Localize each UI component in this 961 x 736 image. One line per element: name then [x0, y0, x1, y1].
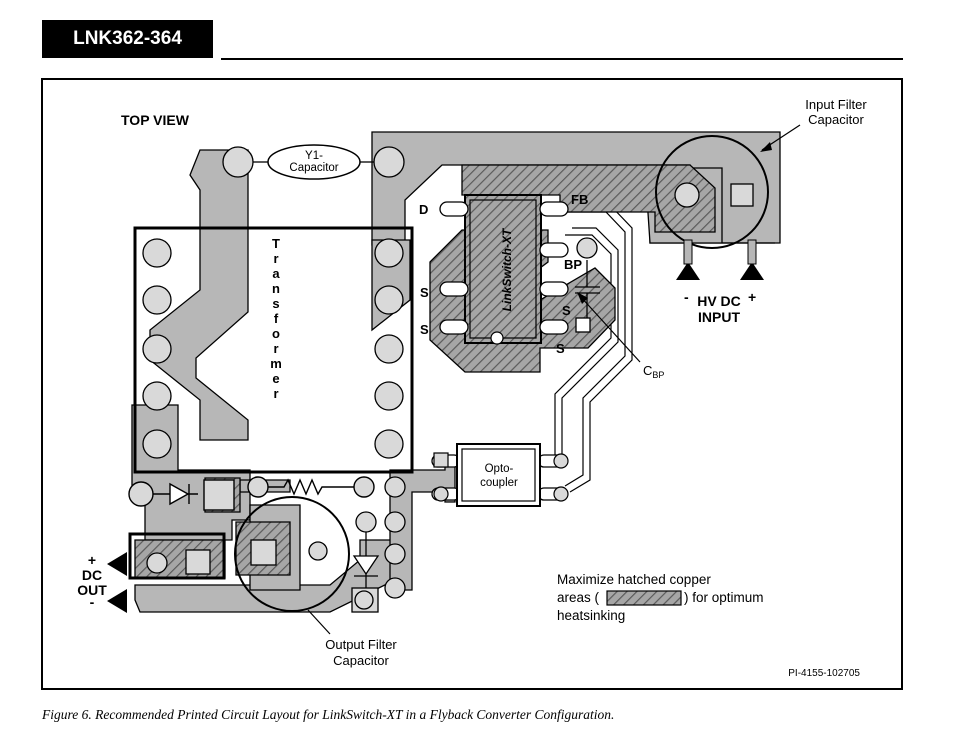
cbp-label-sub: BP: [652, 370, 664, 380]
dc-out-label-2: OUT: [77, 582, 107, 598]
output-diode: [128, 479, 235, 511]
cbp-label-main: C: [643, 363, 652, 378]
transformer-letter: s: [272, 296, 279, 311]
input-filter-arrowhead: [760, 142, 772, 152]
hv-input-label-1: HV DC: [697, 293, 741, 309]
output-filter-capacitor: [234, 496, 350, 612]
output-filter-leader: [307, 609, 331, 635]
transformer-label: T r a n s f o r m e r: [270, 236, 282, 401]
input-filter-label-1: Input Filter: [805, 97, 867, 112]
pin-s-label: S: [420, 322, 429, 337]
linkswitch-ic: LinkSwitch-XT: [439, 194, 569, 345]
cbp-label: CBP: [643, 363, 664, 380]
hv-input-terminals: [676, 239, 764, 280]
cbp-capacitor: [575, 237, 600, 333]
y1-cap-label-2: Capacitor: [289, 162, 338, 174]
dc-out-plus-label: +: [88, 552, 96, 568]
legend-line-2b: ) for optimum: [684, 590, 764, 605]
legend-line-1: Maximize hatched copper: [557, 572, 711, 587]
transformer-letter: e: [272, 371, 279, 386]
y1-capacitor: Y1- Capacitor: [222, 144, 405, 180]
transformer-letter: r: [273, 341, 278, 356]
input-filter-capacitor: [655, 135, 769, 249]
transformer-letter: o: [272, 326, 280, 341]
dc-out-connector: [107, 532, 226, 613]
output-filter-label-2: Capacitor: [333, 653, 389, 668]
pin-s-label: S: [562, 303, 571, 318]
part-number: LNK362-364: [73, 28, 182, 49]
ic-name-label: LinkSwitch-XT: [500, 227, 514, 311]
legend-hatch-sample: [606, 590, 682, 606]
feedback-resistor: [247, 476, 375, 498]
transformer-letter: n: [272, 281, 280, 296]
pin-s-label: S: [556, 341, 565, 356]
transformer-letter: m: [270, 356, 282, 371]
pin-d-label: D: [419, 202, 428, 217]
transformer-letter: a: [272, 266, 280, 281]
hv-plus-label: +: [748, 289, 756, 305]
cbp-leader: [579, 295, 641, 363]
transformer-letter: r: [273, 386, 278, 401]
pin-fb-label: FB: [571, 192, 588, 207]
y1-cap-label-1: Y1-: [305, 150, 323, 162]
top-view-label: TOP VIEW: [121, 112, 190, 128]
dc-out-label-1: DC: [82, 567, 102, 583]
figure-caption: Figure 6. Recommended Printed Circuit La…: [42, 707, 615, 722]
output-filter-label-1: Output Filter: [325, 637, 397, 652]
hv-input-label-2: INPUT: [698, 309, 740, 325]
legend-line-3: heatsinking: [557, 608, 625, 623]
input-filter-label-2: Capacitor: [808, 112, 864, 127]
opto-label-2: coupler: [480, 477, 518, 489]
transformer-letter: T: [272, 236, 280, 251]
trace-y1-left: [149, 149, 249, 441]
transformer: [133, 226, 414, 474]
opto-label-1: Opto-: [485, 463, 514, 475]
dc-out-minus-label: -: [90, 594, 95, 610]
optocoupler: Opto- coupler: [431, 443, 569, 507]
pin-s-label: S: [420, 285, 429, 300]
transformer-letter: f: [274, 311, 279, 326]
pin-bp-label: BP: [564, 257, 582, 272]
secondary-components: [351, 476, 406, 613]
hv-minus-label: -: [684, 289, 689, 305]
doc-id-label: PI-4155-102705: [788, 668, 860, 679]
cbp-arrowhead: [577, 292, 588, 304]
header-rule: [221, 58, 903, 60]
legend-line-2a: areas (: [557, 590, 600, 605]
transformer-letter: r: [273, 251, 278, 266]
part-number-tab: LNK362-364: [42, 20, 213, 58]
